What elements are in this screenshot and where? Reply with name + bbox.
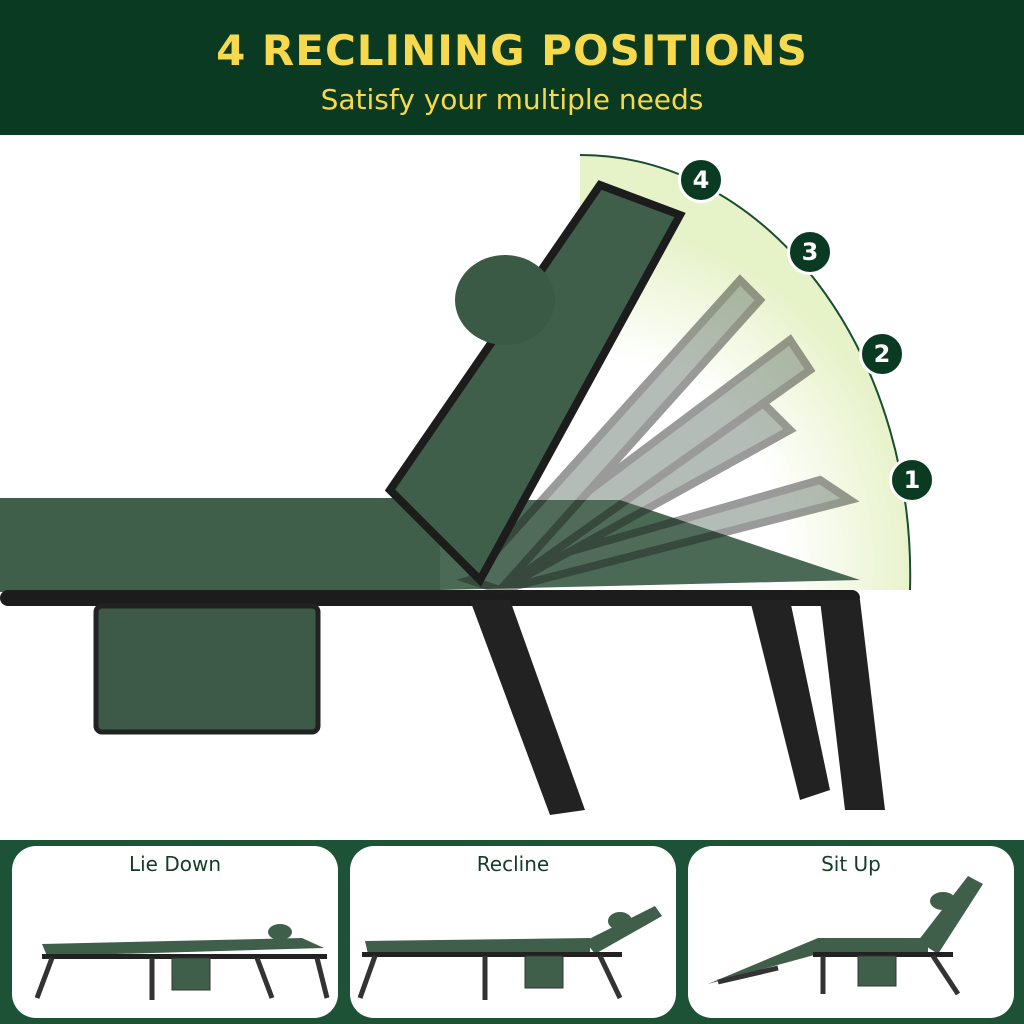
frame-rail	[0, 590, 860, 606]
mode-panel-sit-up: Sit Up	[688, 846, 1014, 1018]
modes-band: Lie Down Recline Sit Up	[0, 840, 1024, 1024]
side-pocket	[93, 603, 321, 735]
cot-lie-down-image	[34, 924, 330, 1000]
headline: 4 RECLINING POSITIONS	[216, 26, 808, 75]
cot-recline-image	[357, 906, 662, 1000]
mode-label: Sit Up	[821, 852, 881, 876]
pillow	[455, 255, 555, 345]
mode-panel-lie-down: Lie Down	[12, 846, 338, 1018]
leg	[470, 600, 585, 815]
mode-label: Lie Down	[128, 852, 222, 876]
cot-sit-up-image	[708, 876, 983, 996]
arc-glow	[580, 154, 911, 590]
subheadline: Satisfy your multiple needs	[320, 83, 704, 116]
mode-panel-recline: Recline	[350, 846, 676, 1018]
leg	[820, 600, 885, 810]
position-marker-4: 4	[678, 157, 724, 203]
position-marker-1: 1	[889, 457, 935, 503]
header-banner: 4 RECLINING POSITIONS Satisfy your multi…	[0, 0, 1024, 135]
mode-label: Recline	[476, 852, 550, 876]
product-hero-image	[0, 135, 1024, 840]
bed-fabric	[0, 498, 440, 592]
position-marker-3: 3	[787, 229, 833, 275]
position-marker-2: 2	[859, 331, 905, 377]
leg	[750, 600, 830, 800]
